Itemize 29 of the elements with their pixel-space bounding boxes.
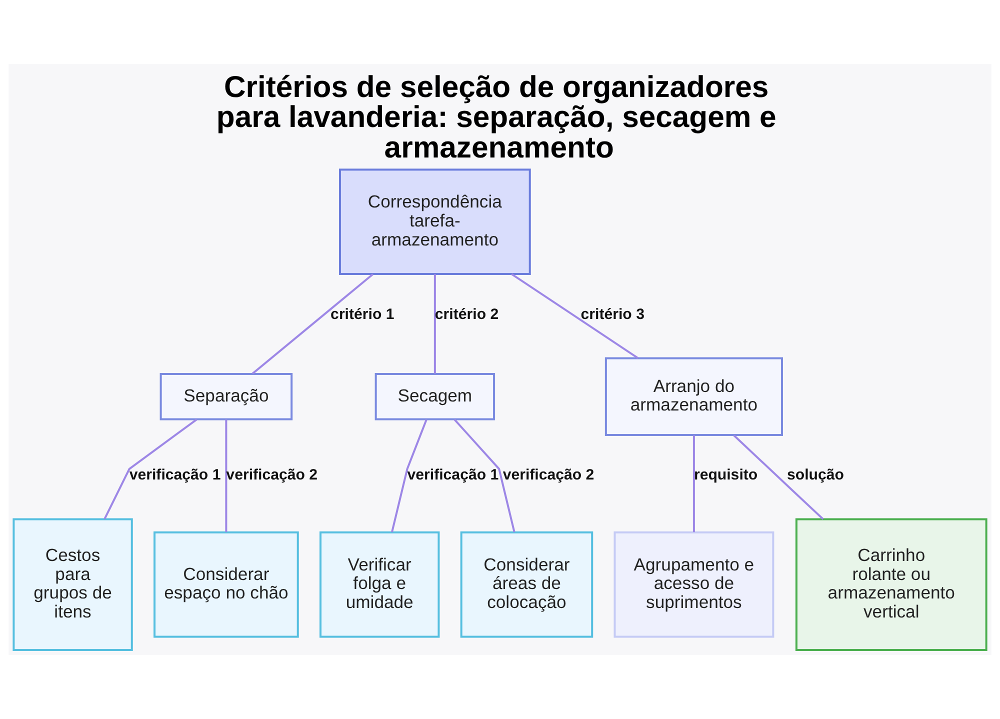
edge-label: critério 2 [434, 306, 499, 323]
connector [733, 434, 824, 520]
connector [454, 418, 516, 532]
connector [692, 435, 695, 532]
node-box: Arranjo do armazenamento [604, 357, 783, 436]
edge-label: critério 3 [580, 306, 644, 323]
edge-label: critério 1 [330, 306, 394, 323]
node-box: Considerar áreas de colocação [460, 531, 594, 638]
node-box: Considerar espaço no chão [154, 531, 299, 638]
edge-label: requisito [694, 466, 758, 484]
edge-label: verificação 1 [407, 466, 499, 484]
node-box: Separação [160, 372, 293, 420]
edge-label: verificação 2 [226, 466, 318, 484]
edge-label: verificação 2 [502, 466, 594, 484]
node-box: Carrinho rolante ou armazenamento vertical [795, 518, 988, 651]
node-box: Verificar folga e umidade [320, 531, 440, 638]
connector [104, 418, 198, 520]
connector [225, 420, 228, 532]
edge-label: solução [787, 466, 844, 484]
node-box: Agrupamento e acesso de suprimentos [614, 531, 774, 638]
node-box: Secagem [374, 372, 496, 420]
connector [434, 274, 436, 374]
node-box: Cestos para grupos de itens [12, 518, 133, 651]
edge-label: verificação 1 [129, 466, 221, 484]
connector [252, 274, 374, 374]
connector [391, 419, 428, 532]
diagram-title: Critérios de seleção de organizadores para lavanderia: separação, secagem e armazenamento [216, 70, 776, 164]
node-box: Correspondência tarefa-armazenamento [338, 168, 531, 275]
connector [511, 273, 639, 359]
